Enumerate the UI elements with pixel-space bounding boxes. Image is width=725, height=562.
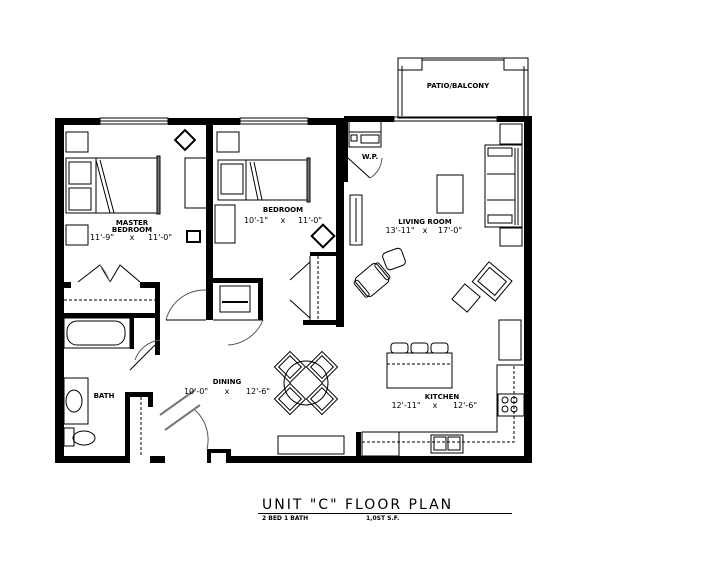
living-room-dim-x: x (423, 226, 428, 235)
bedroom-dim-x: x (281, 216, 286, 225)
exterior-walls (55, 116, 532, 463)
kitchen-label: KITCHEN (425, 393, 460, 401)
master-bedroom-dim-x: x (130, 233, 135, 242)
dining-label: DINING (213, 378, 242, 386)
master-bedroom-dim-w: 11'-9" (90, 233, 114, 242)
living-room-label: LIVING ROOM (398, 218, 451, 226)
bedroom-label: BEDROOM (263, 206, 303, 214)
bath-label: BATH (94, 392, 115, 400)
patio-label: PATIO/BALCONY (427, 82, 490, 90)
bedroom-closet-doors (289, 256, 319, 320)
master-bedroom-furniture (65, 128, 208, 246)
kitchen-dim-w: 12'-11" (391, 401, 420, 410)
kitchen-fixtures (361, 342, 525, 457)
water-heater (348, 120, 382, 148)
interior-walls (55, 122, 361, 463)
water-heater-label: W.P. (362, 153, 378, 161)
master-bedroom-label-1: MASTER (116, 219, 149, 227)
living-room-dim-l: 17'-0" (438, 226, 462, 235)
master-closet (64, 264, 155, 301)
bedroom-dim-w: 10'-1" (244, 216, 268, 225)
bed-bath-count: 2 BED 1 BATH (262, 515, 309, 522)
plan-title: UNIT "C" FLOOR PLAN (262, 497, 454, 513)
dining-table (273, 350, 345, 455)
bedroom-dim-l: 11'-0" (298, 216, 322, 225)
kitchen-dim-x: x (433, 401, 438, 410)
master-bedroom-label-2: BEDROOM (112, 226, 152, 234)
bath-fixtures (63, 317, 142, 456)
kitchen-dim-l: 12'-6" (453, 401, 477, 410)
door-swings (129, 157, 383, 450)
bedroom-furniture (214, 131, 336, 313)
title-underline (258, 513, 512, 514)
patio-balcony (397, 57, 529, 119)
room-labels: PATIO/BALCONY MASTER BEDROOM 11'-9" x 11… (90, 82, 490, 410)
master-bedroom-dim-l: 11'-0" (148, 233, 172, 242)
dining-dim-l: 12'-6" (246, 387, 270, 396)
windows (99, 116, 498, 125)
living-room-furniture (349, 123, 523, 361)
dining-dim-w: 10'-0" (184, 387, 208, 396)
dining-dim-x: x (225, 387, 230, 396)
square-footage: 1,0ST S.F. (366, 515, 400, 522)
living-room-dim-w: 13'-11" (385, 226, 414, 235)
